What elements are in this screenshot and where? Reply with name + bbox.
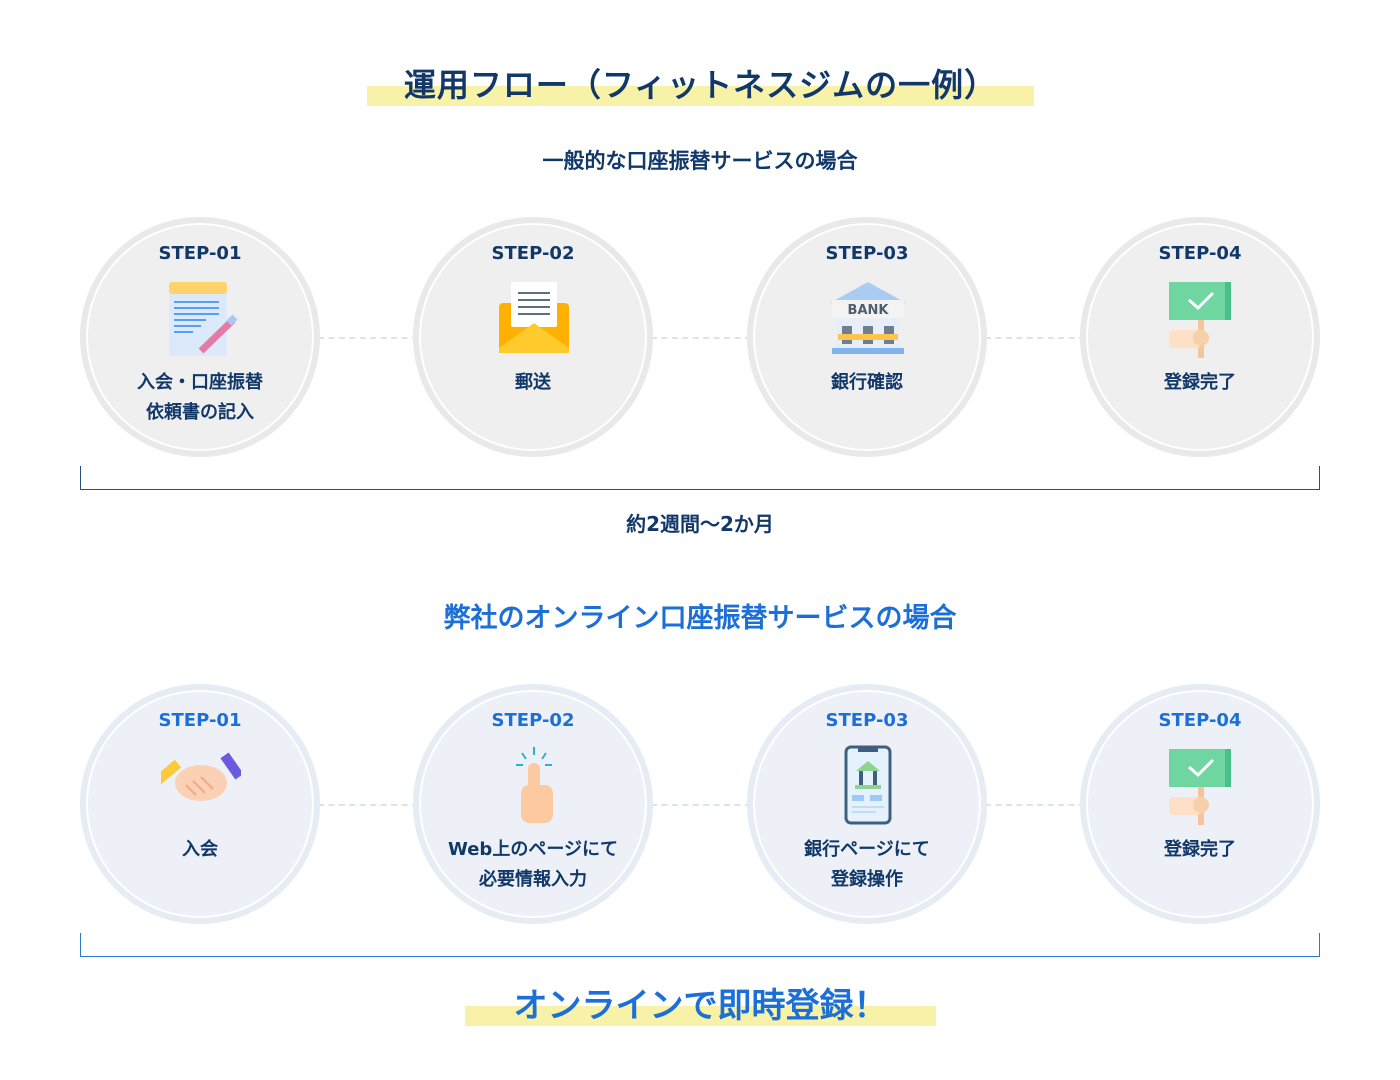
- connector: [318, 804, 418, 806]
- envelope-icon: [499, 282, 569, 353]
- step-number: STEP-01: [158, 710, 242, 731]
- page-title-text: 運用フロー（フィットネスジムの一例）: [403, 66, 998, 104]
- step-number: STEP-02: [491, 243, 575, 264]
- online-bracket: [80, 933, 1320, 957]
- smartphone-bank-icon: [844, 745, 892, 825]
- connector: [985, 804, 1085, 806]
- step-label: 銀行ページにて: [804, 839, 930, 860]
- connector: [318, 337, 418, 339]
- step-label: 登録完了: [1164, 372, 1236, 393]
- connector: [651, 804, 751, 806]
- online-step-4: STEP-04 登録完了: [1080, 684, 1320, 924]
- online-step-3: STEP-03 銀行ページにて登録操作: [747, 684, 987, 924]
- result-text: オンラインで即時登録！: [513, 986, 888, 1026]
- step-number: STEP-03: [825, 710, 909, 731]
- step-label: 銀行確認: [831, 372, 903, 393]
- result-banner: オンラインで即時登録！: [465, 978, 936, 1026]
- step-number: STEP-02: [491, 710, 575, 731]
- step-label: 登録操作: [831, 869, 903, 890]
- bank-text: BANK: [848, 303, 890, 318]
- step-label: 郵送: [515, 372, 551, 393]
- general-step-4: STEP-04 登録完了: [1080, 217, 1320, 457]
- form-pencil-icon: [169, 282, 238, 356]
- step-number: STEP-04: [1158, 710, 1242, 731]
- connector: [651, 337, 751, 339]
- step-label: 入会・口座振替: [137, 372, 263, 393]
- online-step-1: STEP-01 入会: [80, 684, 320, 924]
- page-title: 運用フロー（フィットネスジムの一例）: [367, 60, 1034, 106]
- step-number: STEP-03: [825, 243, 909, 264]
- general-step-1: STEP-01 入会・口座振替依頼書の記入: [80, 217, 320, 457]
- handshake-icon: [161, 752, 241, 801]
- general-heading: 一般的な口座振替サービスの場合: [542, 149, 858, 173]
- step-label: Web上のページにて: [448, 839, 618, 860]
- check-sign-icon: [1169, 749, 1231, 825]
- step-label: 登録完了: [1164, 839, 1236, 860]
- online-step-2: STEP-02 Web上のページにて必要情報入力: [413, 684, 653, 924]
- online-heading: 弊社のオンライン口座振替サービスの場合: [443, 603, 957, 634]
- step-label: 依頼書の記入: [146, 402, 254, 423]
- bank-icon: BANK: [830, 282, 906, 354]
- step-number: STEP-04: [1158, 243, 1242, 264]
- step-label: 入会: [182, 839, 218, 860]
- step-number: STEP-01: [158, 243, 242, 264]
- step-label: 必要情報入力: [479, 869, 587, 890]
- duration-bracket: [80, 466, 1320, 490]
- general-step-2: STEP-02 郵送: [413, 217, 653, 457]
- check-sign-icon: [1169, 282, 1231, 358]
- tap-finger-icon: [516, 747, 553, 823]
- general-step-3: STEP-03 BANK 銀行確認: [747, 217, 987, 457]
- duration-text: 約2週間〜2か月: [626, 512, 774, 536]
- connector: [985, 337, 1085, 339]
